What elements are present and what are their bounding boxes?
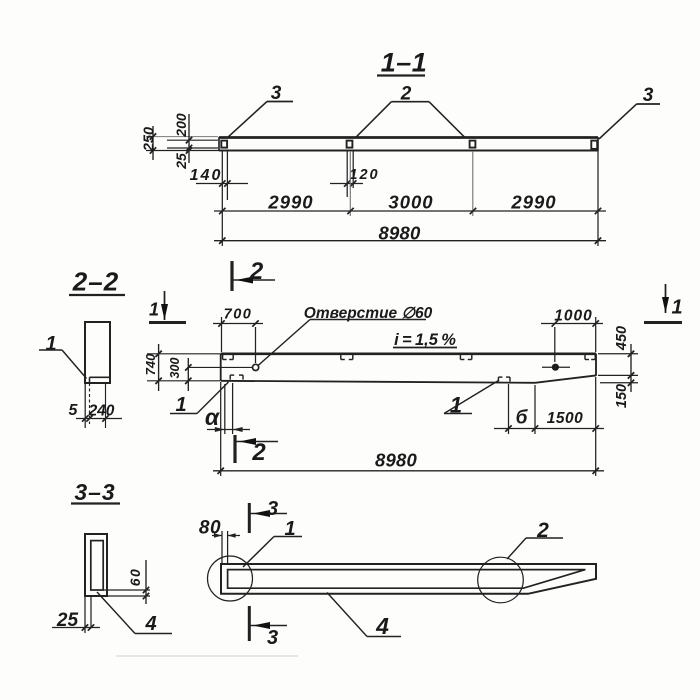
svg-text:б: б [516,408,529,429]
svg-text:2: 2 [536,519,549,542]
svg-text:3: 3 [267,627,278,649]
svg-text:150: 150 [614,384,630,408]
svg-text:3: 3 [643,85,654,106]
svg-text:8980: 8980 [375,450,417,471]
svg-text:740: 740 [143,353,158,375]
svg-text:4: 4 [375,613,389,639]
svg-text:140: 140 [190,167,223,184]
svg-text:700: 700 [224,307,253,323]
svg-text:1: 1 [149,300,159,320]
svg-text:Отверстие ∅60: Отверстие ∅60 [304,305,433,322]
svg-text:8980: 8980 [379,223,421,244]
svg-text:200: 200 [173,113,189,138]
svg-text:3–3: 3–3 [74,479,115,505]
svg-text:3: 3 [267,498,278,520]
svg-text:2990: 2990 [267,192,313,213]
svg-text:60: 60 [127,568,143,587]
svg-text:80: 80 [199,518,221,539]
svg-text:240: 240 [88,403,115,420]
svg-text:120: 120 [349,167,379,183]
svg-text:α: α [205,404,221,430]
svg-text:3000: 3000 [388,192,433,213]
svg-text:1: 1 [450,393,462,418]
svg-text:300: 300 [168,358,182,379]
svg-text:1: 1 [45,333,56,355]
svg-text:2–2: 2–2 [72,267,119,297]
svg-text:5: 5 [69,402,79,419]
svg-text:450: 450 [614,326,630,351]
svg-text:4: 4 [144,613,156,635]
svg-text:2: 2 [400,84,412,105]
svg-text:3: 3 [271,83,282,104]
svg-text:2: 2 [249,258,264,285]
svg-text:25: 25 [173,153,189,170]
svg-text:25: 25 [56,610,79,631]
svg-text:1: 1 [175,394,186,416]
svg-text:i = 1,5 %: i = 1,5 % [394,331,456,349]
svg-text:2990: 2990 [510,192,556,213]
svg-text:2: 2 [251,439,266,466]
svg-text:1–1: 1–1 [381,48,428,78]
svg-text:1000: 1000 [554,308,592,325]
svg-text:1: 1 [671,297,682,319]
svg-text:250: 250 [142,127,158,152]
svg-text:1: 1 [284,518,295,540]
svg-text:1500: 1500 [547,410,583,427]
